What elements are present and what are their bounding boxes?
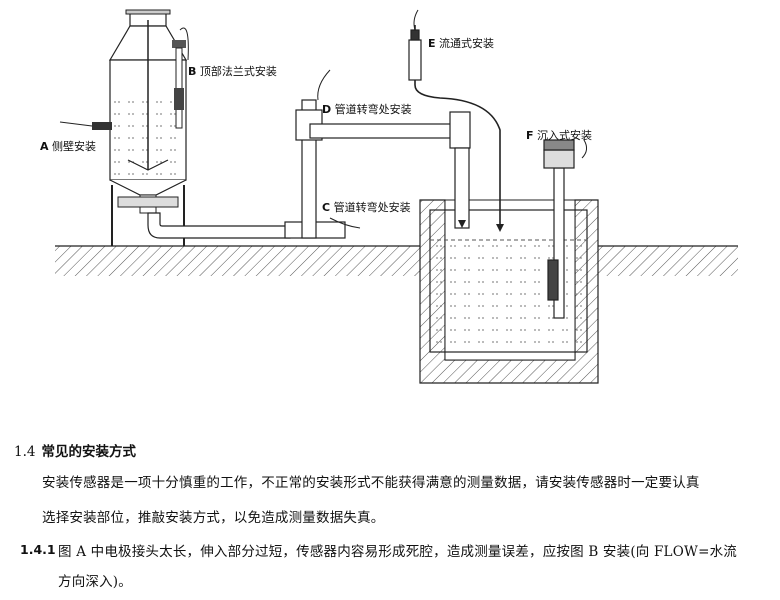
piping bbox=[147, 25, 575, 319]
label-c: C 管道转弯处安装 bbox=[322, 200, 411, 214]
section-number: 1.4 bbox=[14, 444, 36, 460]
svg-text:C 管道转弯处安装: C 管道转弯处安装 bbox=[322, 200, 411, 214]
label-d: D 管道转弯处安装 bbox=[322, 102, 412, 116]
paragraph-line: 选择安装部位，推敲安装方式，以免造成测量数据失真。 bbox=[42, 510, 385, 526]
label-a: A 侧壁安装 bbox=[40, 139, 96, 153]
callouts bbox=[179, 9, 588, 229]
item-line: 图 A 中电极接头太长，伸入部分过短，传感器内容易形成死腔，造成测量误差，应按图… bbox=[58, 544, 737, 560]
label-b: B 顶部法兰式安装 bbox=[188, 64, 277, 78]
svg-text:F 沉入式安装: F 沉入式安装 bbox=[526, 128, 592, 142]
installation-diagram: A 侧壁安装 B 顶部法兰式安装 C 管道转弯处安装 D 管道转弯处安装 E 流… bbox=[40, 9, 738, 384]
item-number: 1.4.1 bbox=[20, 542, 56, 557]
svg-text:A 侧壁安装: A 侧壁安装 bbox=[40, 139, 96, 153]
svg-text:D 管道转弯处安装: D 管道转弯处安装 bbox=[322, 102, 412, 116]
item-line: 方向深入)。 bbox=[58, 574, 132, 590]
vessel bbox=[59, 9, 188, 246]
flow-arrows bbox=[458, 220, 504, 232]
label-f: F 沉入式安装 bbox=[526, 128, 592, 142]
ground bbox=[55, 245, 738, 276]
water-basin bbox=[419, 199, 599, 384]
section-title: 常见的安装方式 bbox=[41, 444, 136, 460]
svg-text:B 顶部法兰式安装: B 顶部法兰式安装 bbox=[188, 64, 277, 78]
paragraph-line: 安装传感器是一项十分慎重的工作，不正常的安装形式不能获得满意的测量数据，请安装传… bbox=[42, 475, 700, 491]
svg-text:E 流通式安装: E 流通式安装 bbox=[428, 36, 494, 50]
section-heading: 1.4 常见的安装方式 bbox=[14, 440, 136, 460]
label-e: E 流通式安装 bbox=[428, 36, 494, 50]
